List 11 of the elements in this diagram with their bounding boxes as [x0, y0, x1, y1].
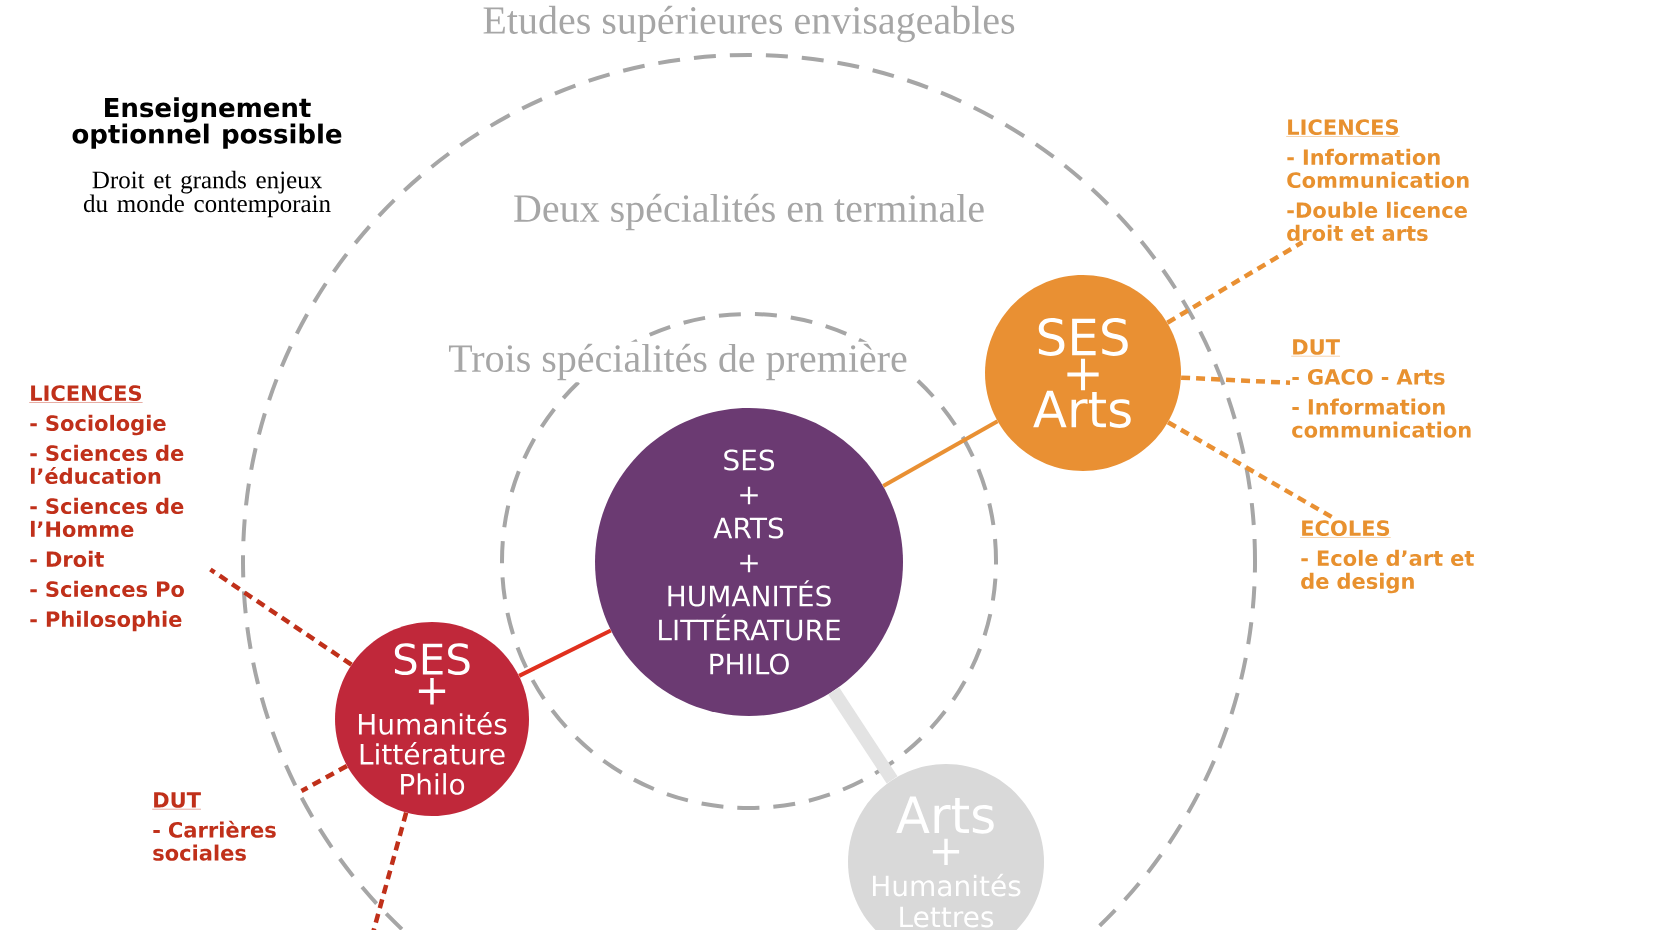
connector-line: [518, 628, 612, 678]
connector-line: [209, 567, 353, 667]
title: Etudes supérieures envisageables: [483, 5, 1015, 43]
connector-line: [300, 764, 348, 793]
connector-line: [1181, 375, 1291, 386]
course-list: ECOLES - Ecole d’art et de design: [1300, 520, 1474, 594]
course-list: LICENCES - Sociologie - Sciences de l’éducation - Sciences de l’Homme - Droit - Sciences Po - Philosophie: [29, 385, 184, 632]
connector-line: [882, 419, 999, 488]
course-list: LICENCES - Information Communication -Double licence droit et arts: [1286, 119, 1469, 242]
course-list: DUT - GACO - Arts - Information communication: [1291, 339, 1471, 438]
connector-line: [1166, 240, 1304, 325]
